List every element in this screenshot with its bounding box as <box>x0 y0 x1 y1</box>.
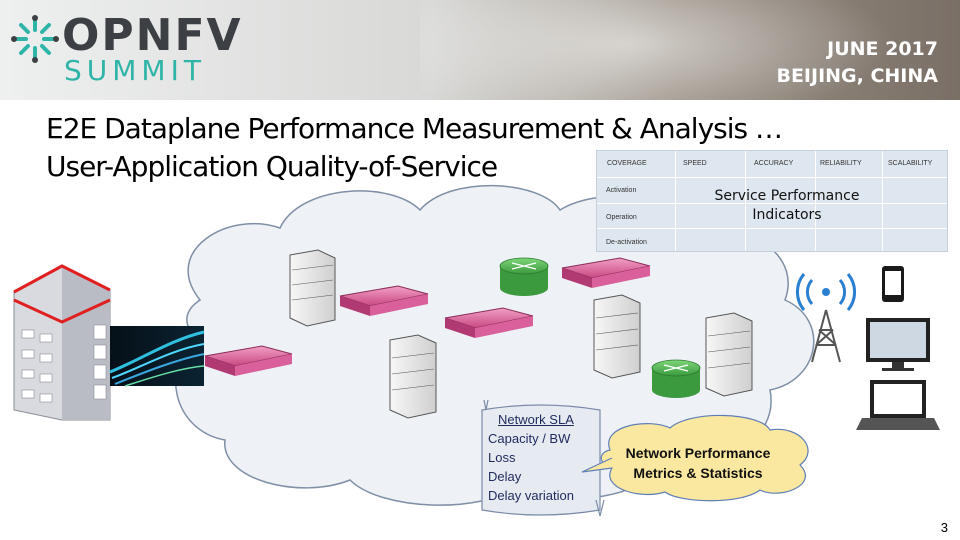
header-banner: OPNFV SUMMIT JUNE 2017 BEIJING, CHINA <box>0 0 960 100</box>
kpi-header: RELIABILITY <box>820 160 862 167</box>
network-performance-text: Network Performance Metrics & Statistics <box>605 443 791 483</box>
router-icon <box>651 359 701 398</box>
npm-line-2: Metrics & Statistics <box>633 465 763 481</box>
network-switch-icon <box>204 345 293 376</box>
title-line-2: User-Application Quality-of-Service <box>46 150 498 183</box>
npm-line-1: Network Performance <box>625 445 771 461</box>
fiber-optic-image <box>109 326 205 387</box>
title-line-1: E2E Dataplane Performance Measurement & … <box>46 112 783 145</box>
sla-item: Delay <box>488 469 522 484</box>
kpi-header: ACCURACY <box>754 160 794 167</box>
sla-item: Loss <box>488 450 516 465</box>
network-switch-icon <box>444 307 534 338</box>
network-performance-bubble <box>581 414 809 502</box>
network-switch-icon <box>339 285 429 316</box>
smartphone-icon <box>882 266 904 302</box>
service-kpi-table: COVERAGE SPEED ACCURACY RELIABILITY SCAL… <box>596 150 948 252</box>
kpi-row-label: Operation <box>606 214 637 221</box>
monitor-icon <box>866 318 930 371</box>
spi-line-2: Indicators <box>752 207 822 223</box>
kpi-header: SPEED <box>683 160 707 167</box>
cell-tower-icon <box>796 273 856 363</box>
kpi-header: SCALABILITY <box>888 160 933 167</box>
sla-item: Capacity / BW <box>488 431 571 446</box>
network-sla-title: Network SLA <box>498 412 574 427</box>
network-sla-text: Network SLA Capacity / BW Loss Delay Del… <box>488 410 598 505</box>
spi-line-1: Service Performance <box>714 188 860 204</box>
opnfv-logo-icon <box>11 15 59 63</box>
slide-title: E2E Dataplane Performance Measurement & … <box>46 110 783 186</box>
laptop-icon <box>856 380 940 430</box>
event-location: BEIJING, CHINA <box>776 65 938 87</box>
page-number: 3 <box>940 520 948 535</box>
sla-item: Delay variation <box>488 488 574 503</box>
logo-wordmark: OPNFV <box>62 10 243 61</box>
event-info: JUNE 2017 BEIJING, CHINA <box>776 36 938 90</box>
office-building-icon <box>13 264 111 421</box>
server-rack-icon <box>593 294 641 379</box>
event-date: JUNE 2017 <box>827 38 938 60</box>
network-sla-callout <box>481 404 601 516</box>
logo-subtitle: SUMMIT <box>64 54 206 87</box>
router-icon <box>499 257 549 296</box>
server-rack-icon <box>705 312 753 397</box>
kpi-row-label: De-activation <box>606 239 647 246</box>
network-switch-icon <box>561 257 651 288</box>
kpi-header: COVERAGE <box>607 160 647 167</box>
server-rack-icon <box>289 249 336 327</box>
service-performance-indicators: Service Performance Indicators <box>707 187 867 225</box>
server-rack-icon <box>389 334 437 419</box>
kpi-row-label: Activation <box>606 187 637 194</box>
